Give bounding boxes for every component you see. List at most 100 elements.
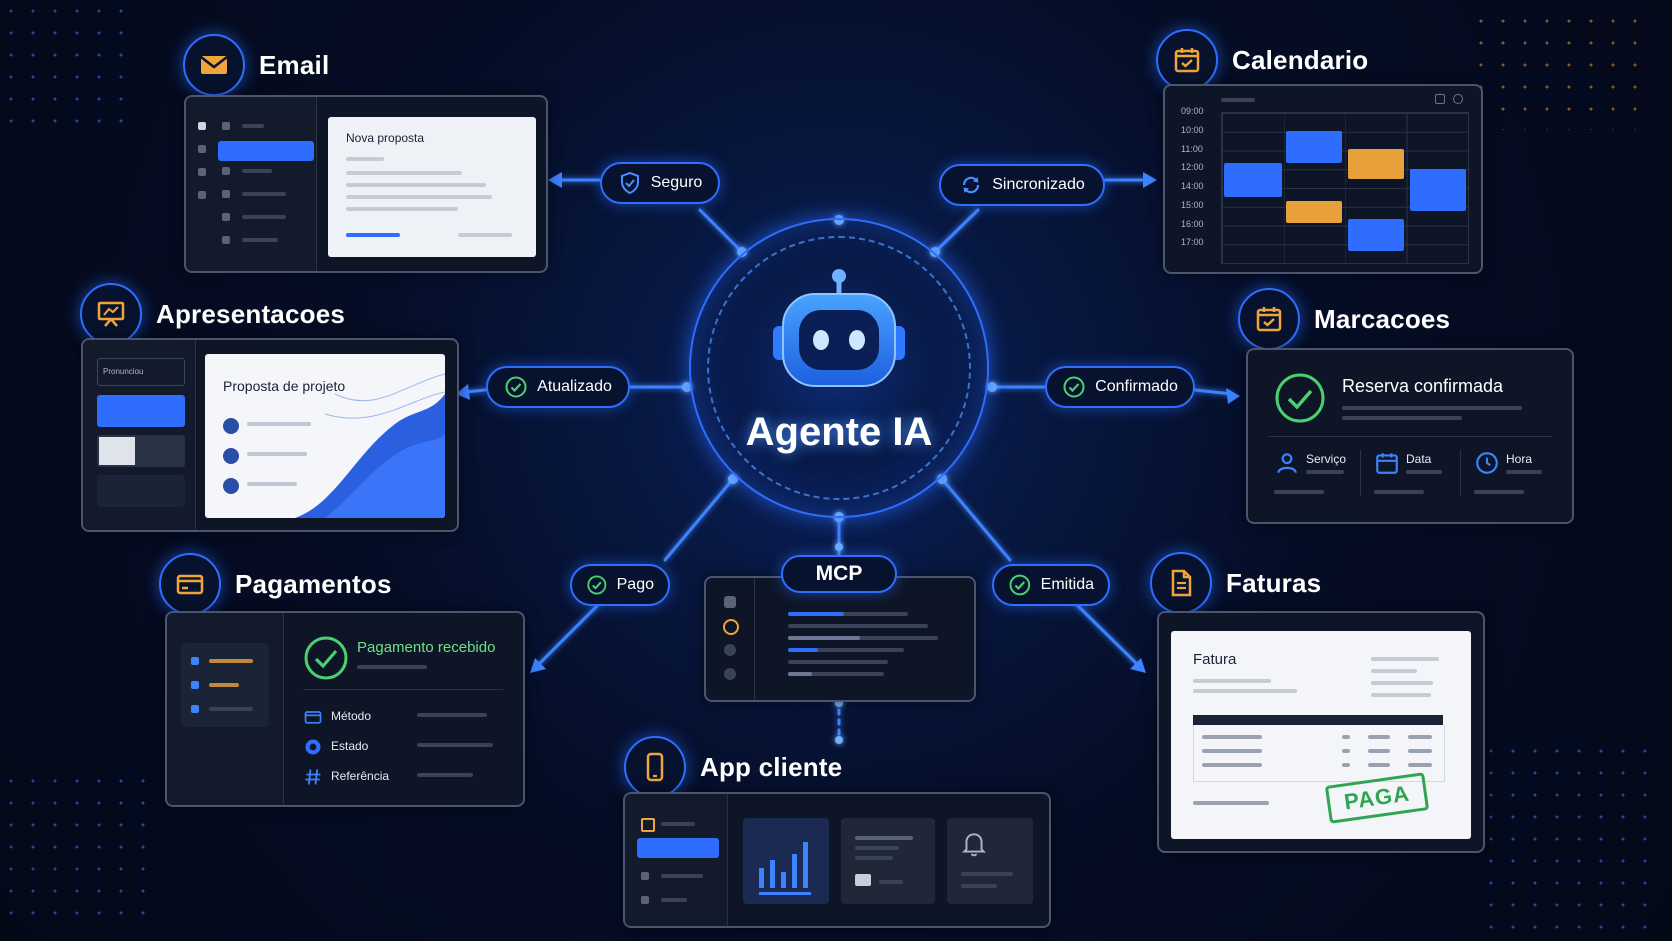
credit-card-icon: [304, 711, 322, 724]
apresentacoes-title: Apresentacoes: [156, 298, 346, 329]
check-circle-icon: [1275, 373, 1325, 423]
link-confirmado-label: Confirmado: [1095, 378, 1178, 395]
link-emitida-label: Emitida: [1040, 576, 1094, 593]
clock-icon: [1476, 452, 1498, 474]
app-notification-card[interactable]: [947, 818, 1033, 904]
hub-inner-ring: [707, 236, 971, 500]
check-circle-icon: [587, 575, 607, 595]
calendar-event[interactable]: [1286, 131, 1342, 163]
calendar-event[interactable]: [1348, 219, 1404, 251]
calendar-event[interactable]: [1410, 169, 1466, 211]
link-atualizado: Atualizado: [486, 366, 630, 408]
email-header: Email: [183, 34, 329, 96]
app-nav-selected[interactable]: [637, 838, 719, 858]
dot-pattern: [1470, 10, 1650, 130]
apresentacoes-header: Apresentacoes: [80, 283, 345, 345]
invoice-document: Fatura PAGA: [1171, 631, 1471, 839]
slide-wave-graphic: [295, 373, 445, 518]
link-atualizado-label: Atualizado: [537, 378, 612, 395]
slide-title: Proposta de projeto: [223, 378, 346, 394]
calendar-time-label: 14:00: [1181, 181, 1204, 191]
invoice-title: Fatura: [1193, 651, 1237, 668]
robot-icon: [773, 269, 905, 387]
pagamentos-title: Pagamentos: [235, 568, 392, 599]
app-panel: [623, 792, 1051, 928]
payments-sidebar: [167, 613, 284, 805]
calendar-icon: [1376, 453, 1398, 474]
hub-outer-ring: [689, 218, 989, 518]
chat-icon: [855, 874, 871, 886]
slide-thumbnail[interactable]: Pronunciou: [97, 358, 185, 386]
payment-field-status: Estado: [331, 739, 369, 753]
calendar-time-label: 16:00: [1181, 218, 1204, 229]
email-sidebar: [186, 97, 317, 271]
slide-thumbnail[interactable]: [97, 475, 185, 507]
payment-field-reference: Referência: [331, 769, 390, 783]
hash-icon: [305, 769, 321, 785]
invoice-table-header: [1193, 715, 1443, 725]
sync-icon: [963, 176, 980, 194]
mcp-label-text: MCP: [815, 562, 863, 585]
calendar-time-label: 15:00: [1181, 199, 1204, 210]
check-circle-icon: [505, 376, 527, 398]
calendar-time-label: 10:00: [1181, 124, 1204, 135]
link-pago-label: Pago: [616, 576, 654, 593]
app-title: App cliente: [700, 751, 843, 782]
calendar-event[interactable]: [1348, 149, 1404, 179]
slide-preview: Proposta de projeto: [205, 354, 445, 518]
dot-pattern: [0, 770, 150, 930]
slide-thumbnails: Pronunciou: [83, 340, 196, 530]
apresentacoes-panel: Pronunciou Proposta de projeto: [81, 338, 459, 532]
faturas-panel: Fatura PAGA: [1157, 611, 1485, 853]
calendar-grid: [1221, 112, 1469, 264]
link-confirmado: Confirmado: [1045, 366, 1195, 408]
link-sincronizado: Sincronizado: [939, 164, 1105, 206]
check-circle-icon: [304, 636, 348, 680]
app-sidebar: [625, 794, 728, 926]
app-header: App cliente: [624, 736, 842, 798]
calendar-event[interactable]: [1286, 201, 1342, 223]
faturas-title: Faturas: [1226, 567, 1322, 598]
pagamentos-panel: Pagamento recebido Método Estado Referên…: [165, 611, 525, 807]
email-folder-selected[interactable]: [218, 141, 314, 161]
slide-thumbnail-selected[interactable]: [97, 395, 185, 427]
user-icon: [1277, 453, 1297, 474]
link-seguro-label: Seguro: [650, 174, 703, 191]
booking-field-service: Serviço: [1306, 452, 1347, 466]
check-circle-icon: [1009, 574, 1031, 596]
calendar-time-label: 11:00: [1181, 143, 1203, 154]
app-chart-card[interactable]: [743, 818, 829, 904]
calendar-event[interactable]: [1224, 163, 1282, 197]
payment-status: Pagamento recebido: [357, 639, 496, 656]
credit-card-icon: [159, 553, 221, 615]
presentation-icon: [80, 283, 142, 345]
email-message: Nova proposta: [328, 117, 536, 257]
bell-icon: [961, 833, 987, 857]
calendar-time-label: 17:00: [1181, 237, 1204, 248]
agent-hub: Agente IA: [689, 218, 989, 518]
status-icon: [305, 739, 321, 755]
document-icon: [1150, 552, 1212, 614]
link-emitida: Emitida: [992, 564, 1110, 606]
payment-field-method: Método: [331, 709, 372, 723]
check-circle-icon: [1063, 376, 1085, 398]
faturas-header: Faturas: [1150, 552, 1321, 614]
shield-icon: [620, 171, 639, 195]
slide-thumbnail[interactable]: [97, 435, 185, 467]
calendario-header: Calendario: [1156, 29, 1368, 91]
link-pago: Pago: [570, 564, 670, 606]
envelope-icon: [183, 34, 245, 96]
calendario-title: Calendario: [1232, 44, 1369, 75]
dot-pattern: [1480, 740, 1660, 930]
marcacoes-header: Marcacoes: [1238, 288, 1450, 350]
calendar-check-icon: [1156, 29, 1218, 91]
booking-status: Reserva confirmada: [1342, 376, 1504, 396]
marcacoes-panel: Reserva confirmada Serviço Data Hora: [1246, 348, 1574, 524]
app-message-card[interactable]: [841, 818, 935, 904]
email-message-title: Nova proposta: [346, 131, 425, 145]
mcp-panel: [704, 576, 976, 702]
hub-title: Agente IA: [745, 410, 933, 454]
calendar-time-label: 09:00: [1181, 106, 1204, 116]
